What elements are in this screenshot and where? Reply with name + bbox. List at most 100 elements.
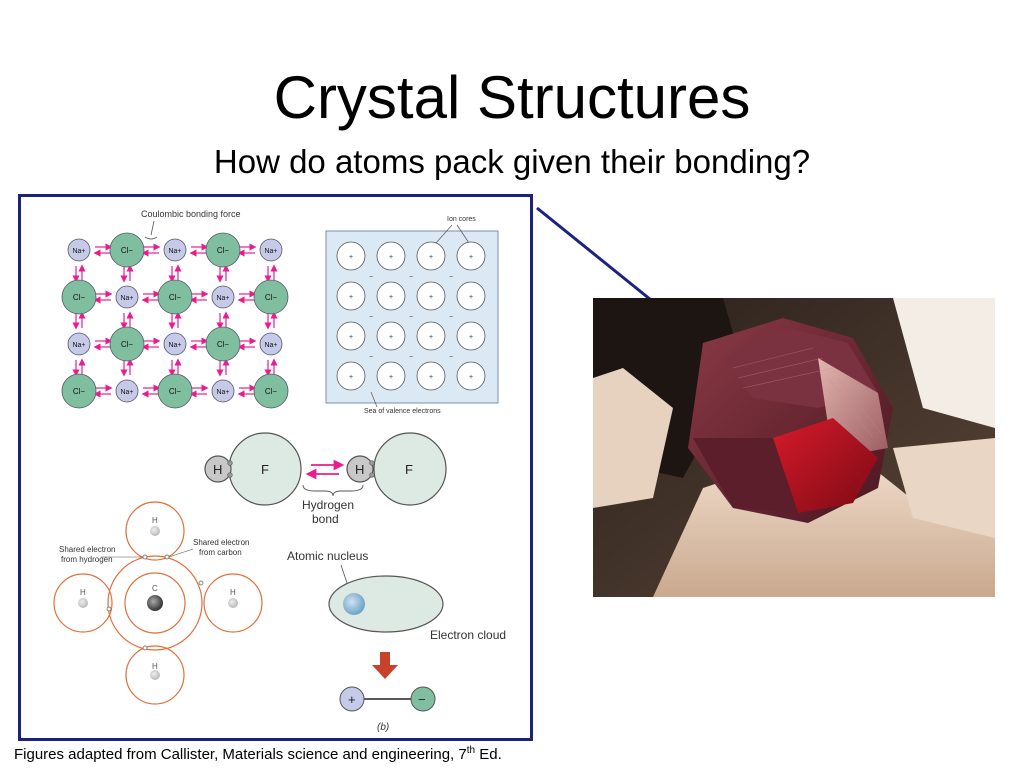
coulombic-label: Coulombic bonding force <box>141 209 241 219</box>
shared-carbon-label-1: Shared electron <box>193 538 249 547</box>
caption-superscript: th <box>466 745 476 756</box>
ion-core <box>336 241 366 271</box>
sodium-ion <box>211 285 235 309</box>
valence-electron: − <box>369 314 373 321</box>
caption-text: Figures adapted from Callister, Material… <box>14 746 467 763</box>
ion-label: Na+ <box>264 248 277 255</box>
ion-core-plus: + <box>349 294 353 301</box>
atomic-nucleus-label: Atomic nucleus <box>287 549 368 563</box>
slide-title: Crystal Structures <box>273 64 751 131</box>
chloride-ion <box>157 373 193 409</box>
ion-label: Cl− <box>73 387 86 396</box>
ion-core-plus: + <box>389 334 393 341</box>
ion-core-plus: + <box>429 374 433 381</box>
shared-hydrogen-label-1: Shared electron <box>59 545 115 554</box>
chloride-ion <box>109 232 145 268</box>
ion-core-plus: + <box>469 374 473 381</box>
fluorine-atom-right <box>373 432 447 506</box>
f-label-right: F <box>405 462 413 477</box>
valence-electron: − <box>409 314 413 321</box>
ion-label: Cl− <box>121 246 134 255</box>
ion-label: Na+ <box>216 389 229 396</box>
dipole-positive <box>339 686 365 712</box>
methane-diagram <box>53 501 263 705</box>
valence-electron: − <box>449 354 453 361</box>
ion-core <box>376 281 406 311</box>
ion-core-plus: + <box>429 254 433 261</box>
ion-cores-label: Ion cores <box>447 216 476 223</box>
dipole-negative <box>410 686 436 712</box>
ion-label: Na+ <box>216 295 229 302</box>
c-label: C <box>152 584 158 593</box>
ion-core-plus: + <box>349 254 353 261</box>
crystal-illustration <box>593 298 995 597</box>
sodium-ion <box>115 285 139 309</box>
h-label-left: H <box>213 462 222 477</box>
bonding-diagram: Coulombic bonding force Na+ Cl− Na+ Cl− Na+ C… <box>53 209 506 733</box>
ion-label: Cl− <box>217 246 230 255</box>
ion-core-plus: + <box>429 334 433 341</box>
ion-core <box>456 281 486 311</box>
ion-label: Na+ <box>120 389 133 396</box>
ionic-lattice: Na+ Cl− Na+ Cl− Na+ Cl− Na+ Cl− Na+ Cl− Na+ Cl− Na+ C… <box>61 232 289 409</box>
ion-label: Cl− <box>169 387 182 396</box>
sodium-ion <box>211 379 235 403</box>
ion-core <box>376 241 406 271</box>
ion-core <box>376 361 406 391</box>
hydrogen-atom-right <box>346 455 374 483</box>
h-left-label: H <box>80 588 86 597</box>
ion-core-plus: + <box>389 374 393 381</box>
ion-core <box>456 241 486 271</box>
ion-core-plus: + <box>349 334 353 341</box>
slide-subtitle: How do atoms pack given their bonding? <box>213 143 811 180</box>
metallic-lattice: +−+−+−++−+−+−++−+−+−+++++ <box>336 241 486 391</box>
figure-caption: Figures adapted from Callister, Material… <box>14 745 502 763</box>
nucleus <box>343 593 365 615</box>
electron-cloud <box>328 575 444 633</box>
ion-core <box>456 321 486 351</box>
chloride-ion <box>253 373 289 409</box>
ion-core <box>416 361 446 391</box>
sodium-ion <box>67 332 91 356</box>
ion-label: Na+ <box>168 342 181 349</box>
h-bottom-label: H <box>152 662 158 671</box>
ion-label: Cl− <box>121 340 134 349</box>
hydrogen-bond-label-2: bond <box>312 512 339 526</box>
sodium-ion <box>259 332 283 356</box>
ion-label: Na+ <box>72 248 85 255</box>
ion-label: Cl− <box>265 293 278 302</box>
ion-core-plus: + <box>469 294 473 301</box>
shared-hydrogen-label-2: from hydrogen <box>61 555 113 564</box>
chloride-ion <box>109 326 145 362</box>
h-right-label: H <box>230 588 236 597</box>
chloride-ion <box>205 326 241 362</box>
ion-core <box>416 241 446 271</box>
ion-core <box>336 321 366 351</box>
ion-core-plus: + <box>469 254 473 261</box>
h-label-right: H <box>355 462 364 477</box>
chloride-ion <box>205 232 241 268</box>
ion-label: Cl− <box>73 293 86 302</box>
ion-label: Na+ <box>168 248 181 255</box>
ion-core <box>336 281 366 311</box>
sodium-ion <box>67 238 91 262</box>
electron-cloud-label: Electron cloud <box>430 628 506 642</box>
valence-electron: − <box>409 354 413 361</box>
valence-electron: − <box>409 274 413 281</box>
hydrogen-atom-left <box>204 455 232 483</box>
dipole-minus-sign: − <box>418 692 426 707</box>
ion-label: Cl− <box>265 387 278 396</box>
ion-core <box>376 321 406 351</box>
hydrogen-bond-label-1: Hydrogen <box>302 498 354 512</box>
sodium-ion <box>115 379 139 403</box>
ion-label: Na+ <box>120 295 133 302</box>
ion-label: Na+ <box>72 342 85 349</box>
shared-carbon-label-2: from carbon <box>199 548 242 557</box>
ion-core-plus: + <box>389 254 393 261</box>
ion-core-plus: + <box>429 294 433 301</box>
ion-core <box>416 321 446 351</box>
ion-core-plus: + <box>389 294 393 301</box>
garnet-crystal-photo <box>593 298 995 597</box>
sodium-ion <box>259 238 283 262</box>
